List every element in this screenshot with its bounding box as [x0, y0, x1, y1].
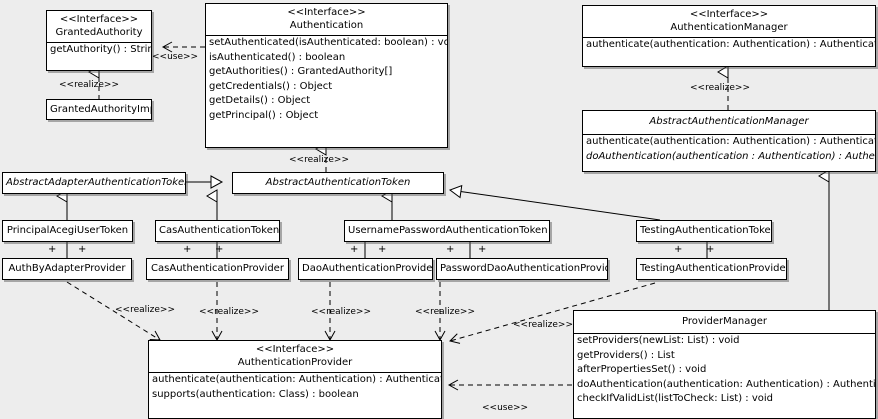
operation: setProviders(newList: List) : void	[577, 335, 740, 346]
class-name: TestingAuthenticationProvider	[640, 263, 787, 274]
class-authentication[interactable]: <<Interface>> Authentication setAuthenti…	[205, 3, 448, 148]
stereotype-label: <<Interface>>	[287, 7, 366, 18]
operation: getPrincipal() : Object	[209, 109, 319, 121]
assoc-plus-mark: +	[48, 244, 57, 255]
class-cas-authentication-token[interactable]: CasAuthenticationToken	[155, 220, 280, 242]
class-cas-authentication-provider[interactable]: CasAuthenticationProvider	[146, 258, 289, 280]
class-name: PasswordDaoAuthenticationProvider	[440, 263, 608, 274]
class-name: AbstractAuthenticationToken	[265, 177, 411, 188]
class-dao-authentication-provider[interactable]: DaoAuthenticationProvider	[298, 258, 433, 280]
class-principal-acegi-user-token[interactable]: PrincipalAcegiUserToken	[2, 220, 133, 242]
class-authentication-provider[interactable]: <<Interface>> AuthenticationProvider aut…	[148, 340, 442, 419]
class-name: UsernamePasswordAuthenticationToken	[348, 225, 548, 236]
operation: afterPropertiesSet() : void	[577, 364, 707, 376]
stereotype-label: <<Interface>>	[689, 9, 769, 20]
class-header: <<Interface>> AuthenticationProvider	[149, 341, 441, 372]
edge-label-realize-p5: <<realize>>	[513, 320, 573, 330]
edge-label-realize-p2: <<realize>>	[199, 307, 259, 317]
assoc-plus-mark: +	[183, 244, 192, 255]
class-name: PrincipalAcegiUserToken	[6, 225, 129, 236]
assoc-plus-mark: +	[706, 244, 715, 255]
operations-compartment: setProviders(newList: List) : void getPr…	[574, 333, 875, 407]
operation: getProviders() : List	[577, 349, 675, 361]
class-abstract-authentication-manager[interactable]: AbstractAuthenticationManager authentica…	[582, 110, 876, 172]
class-abstract-authentication-token[interactable]: AbstractAuthenticationToken	[232, 172, 444, 194]
edge-label-realize-p4: <<realize>>	[415, 307, 475, 317]
edge-label-realize-manager: <<realize>>	[690, 83, 750, 93]
class-abstract-adapter-authentication-token[interactable]: AbstractAdapterAuthenticationToken	[2, 172, 186, 194]
assoc-plus-mark: +	[478, 244, 487, 255]
class-name: Authentication	[289, 20, 364, 31]
operation: isAuthenticated() : boolean	[209, 51, 346, 63]
operation: authenticate(authentication: Authenticat…	[586, 39, 876, 50]
edge-label-use-authentication-granted: <<use>>	[152, 52, 199, 62]
operation: getDetails() : Object	[209, 95, 311, 107]
class-name: GrantedAuthority	[55, 27, 143, 38]
class-authentication-manager[interactable]: <<Interface>> AuthenticationManager auth…	[582, 5, 876, 67]
class-name: GrantedAuthorityImpl	[50, 104, 152, 115]
assoc-plus-mark: +	[378, 244, 387, 255]
operation: getAuthorities() : GrantedAuthority[]	[209, 66, 393, 78]
assoc-plus-mark: +	[350, 244, 359, 255]
operation: getAuthority() : String	[50, 44, 152, 55]
class-name: AbstractAuthenticationManager	[649, 116, 809, 127]
operation: setAuthenticated(isAuthenticated: boolea…	[209, 37, 448, 48]
operation: supports(authentication: Class) : boolea…	[152, 388, 359, 400]
edge-label-use-provider-manager: <<use>>	[482, 403, 529, 413]
class-name: AuthenticationProvider	[237, 357, 353, 368]
operations-compartment: authenticate(authentication: Authenticat…	[149, 372, 441, 402]
class-header: ProviderManager	[574, 311, 875, 333]
assoc-plus-mark: +	[215, 244, 224, 255]
edge-testingauthenticationtoken-extends-abstracttoken	[448, 184, 661, 221]
class-name: CasAuthenticationToken	[159, 225, 280, 236]
edge-label-realize-p1: <<realize>>	[115, 305, 175, 315]
operation: checkIfValidList(listToCheck: List) : vo…	[577, 393, 774, 405]
stereotype-label: <<Interface>>	[59, 14, 139, 25]
class-password-dao-authentication-provider[interactable]: PasswordDaoAuthenticationProvider	[436, 258, 608, 280]
class-testing-authentication-token[interactable]: TestingAuthenticationToken	[636, 220, 772, 242]
class-header: <<Interface>> GrantedAuthority	[47, 11, 151, 42]
assoc-plus-mark: +	[78, 244, 87, 255]
class-name: DaoAuthenticationProvider	[302, 263, 433, 274]
operation: doAuthentication(authentication: Authent…	[577, 378, 876, 390]
class-name: AuthByAdapterProvider	[8, 263, 126, 274]
class-granted-authority[interactable]: <<Interface>> GrantedAuthority getAuthor…	[46, 10, 152, 71]
operations-compartment: setAuthenticated(isAuthenticated: boolea…	[206, 35, 447, 124]
class-name: AuthenticationManager	[670, 22, 788, 33]
stereotype-label: <<Interface>>	[255, 344, 335, 355]
operation: doAuthentication(authentication : Authen…	[586, 150, 875, 162]
assoc-plus-mark: +	[446, 244, 455, 255]
class-auth-by-adapter-provider[interactable]: AuthByAdapterProvider	[2, 258, 132, 280]
edge-label-realize-p3: <<realize>>	[311, 307, 371, 317]
class-username-password-authentication-token[interactable]: UsernamePasswordAuthenticationToken	[344, 220, 550, 242]
class-provider-manager[interactable]: ProviderManager setProviders(newList: Li…	[573, 310, 876, 419]
operation: authenticate(authentication: Authenticat…	[586, 136, 876, 147]
class-testing-authentication-provider[interactable]: TestingAuthenticationProvider	[636, 258, 787, 280]
operations-compartment: authenticate(authentication: Authenticat…	[583, 37, 875, 53]
operation: getCredentials() : Object	[209, 80, 333, 92]
edge-label-realize-granted-impl: <<realize>>	[59, 80, 119, 90]
edge-label-realize-auth-token: <<realize>>	[289, 155, 349, 165]
class-name: TestingAuthenticationToken	[640, 225, 772, 236]
class-name: ProviderManager	[681, 316, 767, 327]
class-header: <<Interface>> AuthenticationManager	[583, 6, 875, 37]
operations-compartment: getAuthority() : String	[47, 42, 151, 58]
class-header: <<Interface>> Authentication	[206, 4, 447, 35]
class-header: AbstractAuthenticationManager	[583, 111, 875, 134]
class-name: AbstractAdapterAuthenticationToken	[6, 177, 186, 188]
operation: authenticate(authentication: Authenticat…	[152, 374, 442, 385]
operations-compartment: authenticate(authentication: Authenticat…	[583, 134, 875, 164]
class-granted-authority-impl[interactable]: GrantedAuthorityImpl	[46, 99, 152, 120]
assoc-plus-mark: +	[674, 244, 683, 255]
class-name: CasAuthenticationProvider	[151, 263, 284, 274]
